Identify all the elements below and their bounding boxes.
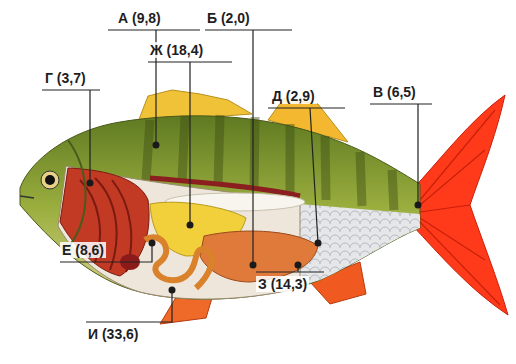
fish-part (146, 115, 394, 210)
callout-label: З (14,3) (256, 276, 309, 292)
fish-part (149, 240, 156, 247)
callout-label: Д (2,9) (270, 88, 317, 104)
fish-part (20, 116, 420, 299)
fish-part (45, 175, 55, 185)
fish-part (295, 262, 302, 269)
fish-organs (60, 168, 318, 288)
fish-part (300, 204, 420, 286)
callout-label: И (33,6) (86, 326, 141, 342)
fish-part (412, 95, 508, 315)
fish-part (68, 140, 86, 245)
fish-part (370, 104, 432, 205)
fish-part (250, 262, 257, 269)
fish-part (200, 231, 318, 282)
callout-label: В (6,5) (371, 84, 418, 100)
fish-part (415, 202, 422, 209)
callout-label: Г (3,7) (43, 70, 88, 86)
fish-part (60, 168, 149, 276)
fish-part (153, 142, 160, 149)
fish-part (268, 108, 345, 243)
fish-head (20, 140, 86, 245)
callout-label: Е (8,6) (60, 242, 106, 258)
fish-part (86, 292, 172, 322)
callout-label: А (9,8) (116, 10, 163, 26)
fish-part (145, 237, 212, 288)
fish-part (20, 196, 34, 198)
fish-body (20, 115, 420, 299)
fish-part (169, 287, 176, 294)
fish-part (420, 110, 500, 305)
fish-part (41, 171, 59, 189)
leader-lines (42, 30, 432, 322)
fish-part (187, 222, 194, 229)
callout-label: Ж (18,4) (148, 42, 205, 58)
fish-part (42, 90, 100, 183)
fish-part (256, 267, 324, 272)
fish-part (87, 180, 94, 187)
leader-dots (87, 142, 422, 294)
fish-part (148, 62, 232, 225)
callout-label: Б (2,0) (205, 10, 252, 26)
fish-part (205, 30, 292, 265)
fish-part (315, 240, 322, 247)
